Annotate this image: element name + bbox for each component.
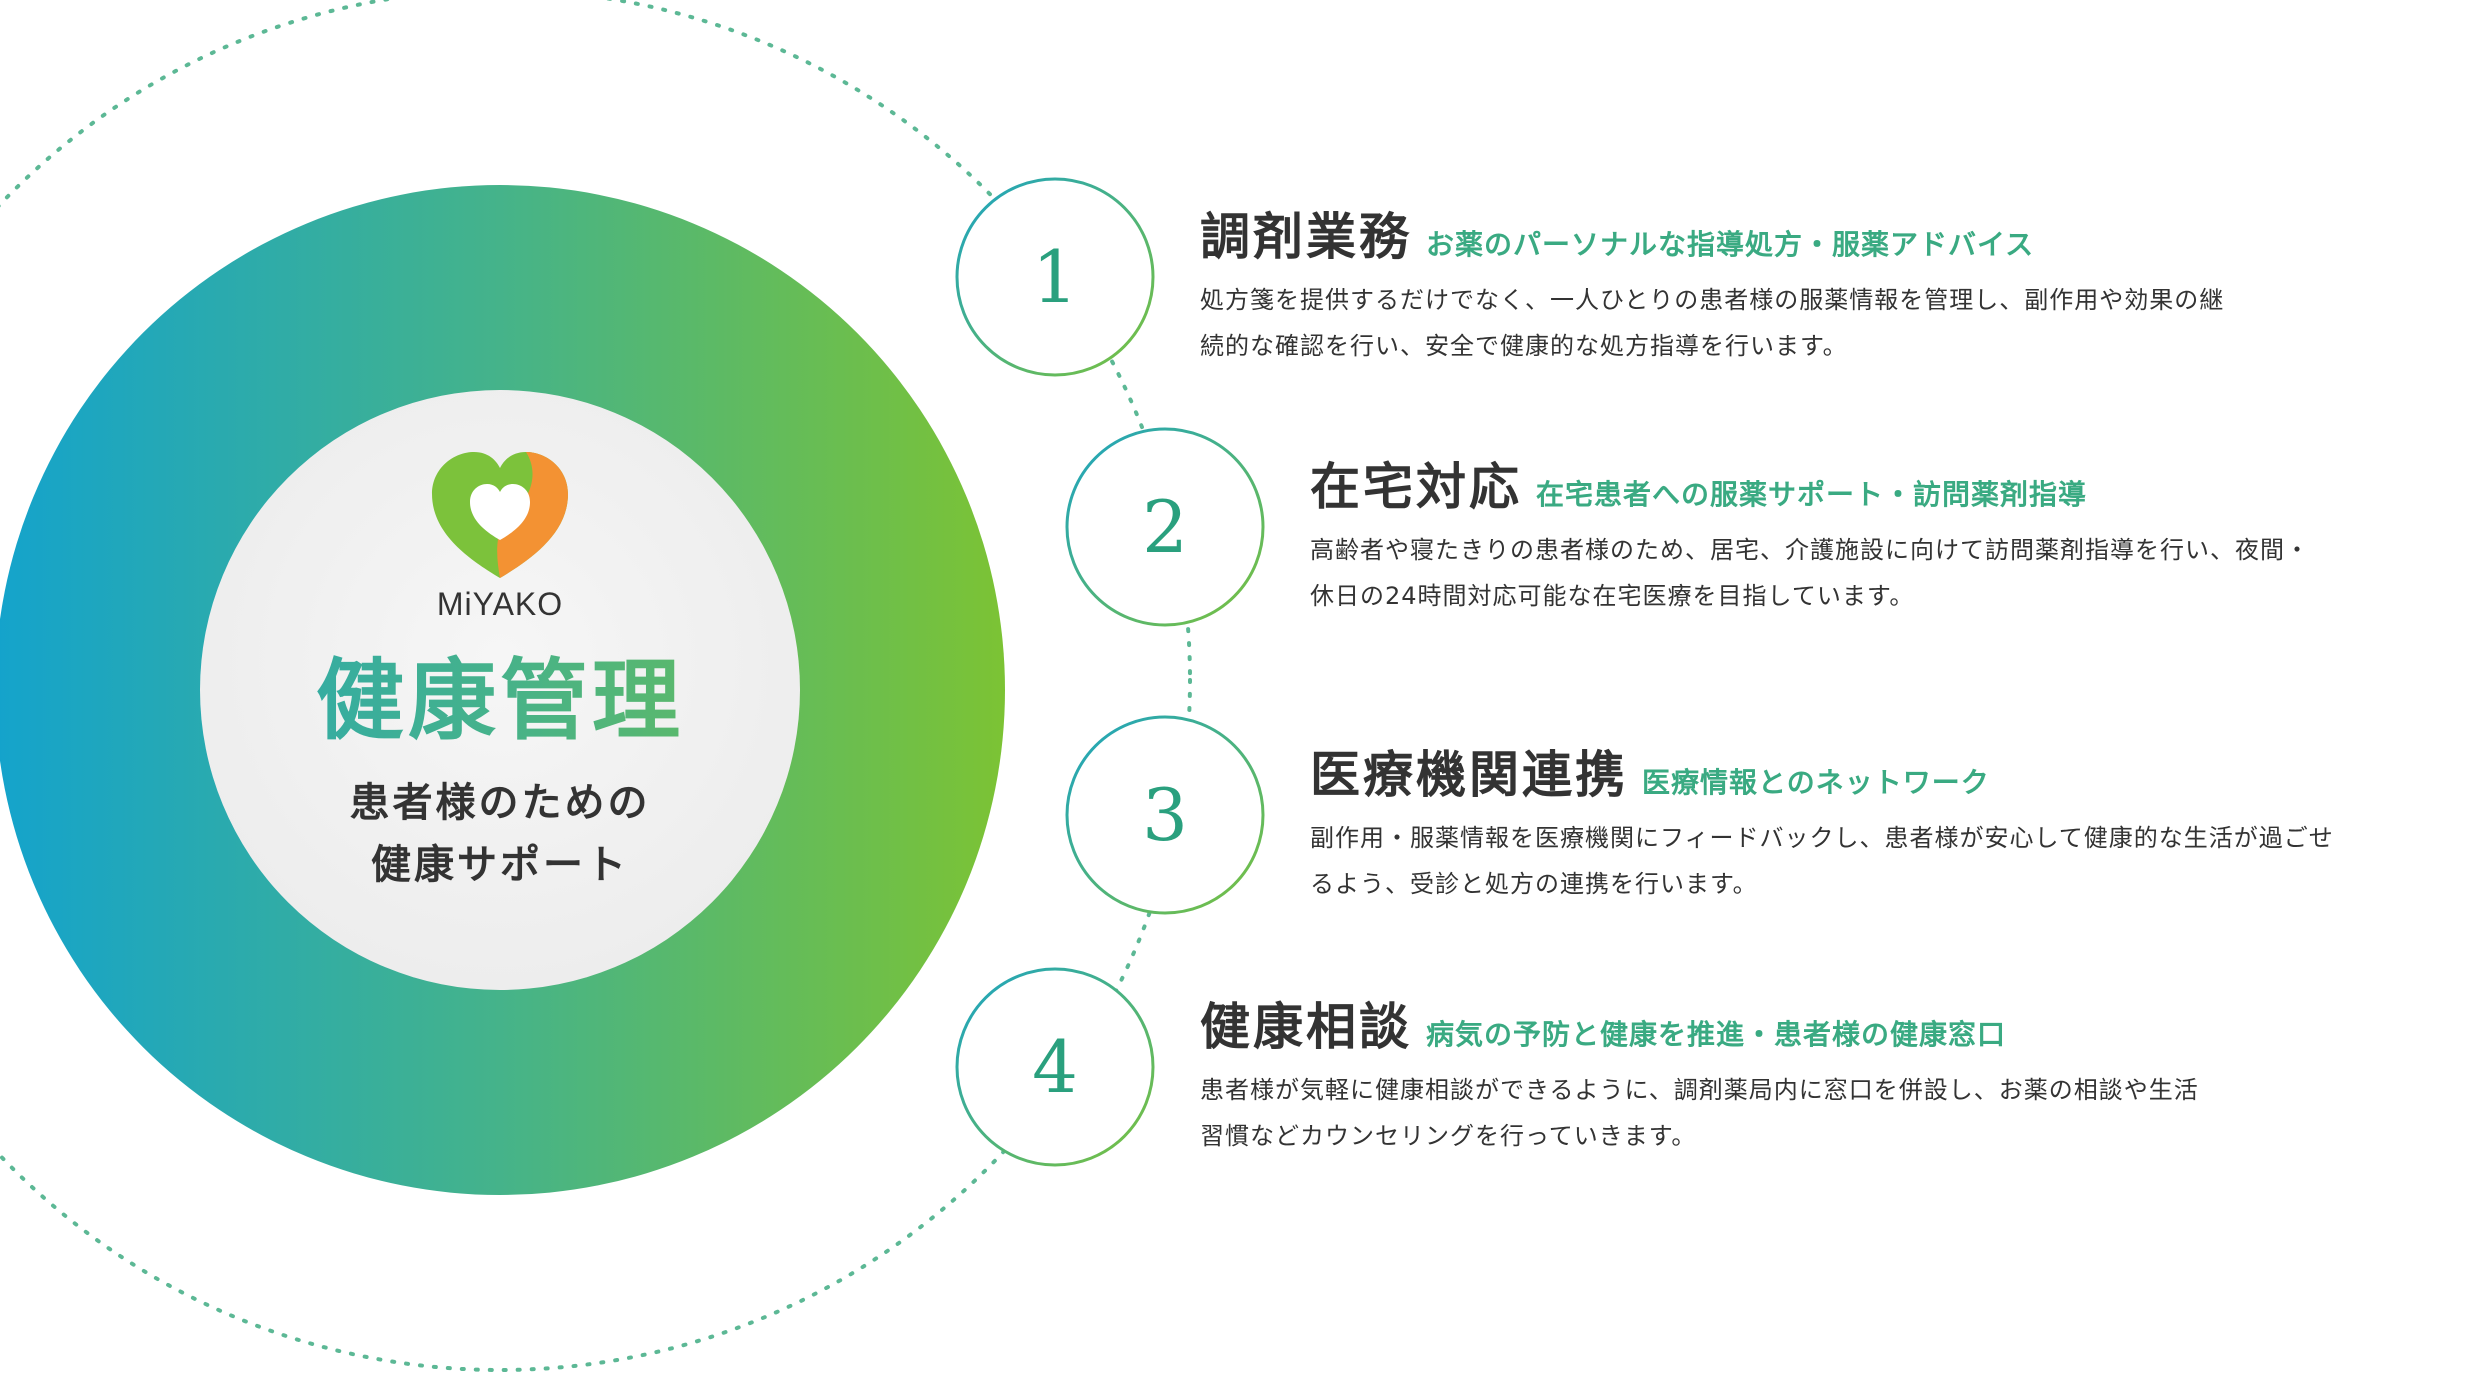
service-description: 副作用・服薬情報を医療機関にフィードバックし、患者様が安心して健康的な生活が過ご… — [1310, 815, 2334, 907]
service-description: 患者様が気軽に健康相談ができるように、調剤薬局内に窓口を併設し、お薬の相談や生活… — [1200, 1067, 2199, 1159]
service-description-line: 休日の24時間対応可能な在宅医療を目指しています。 — [1310, 582, 1915, 610]
number-ring-1 — [955, 177, 1155, 377]
center-disc — [200, 390, 800, 990]
service-number: 4 — [1032, 1025, 1078, 1109]
service-description-line: 高齢者や寝たきりの患者様のため、居宅、介護施設に向けて訪問薬剤指導を行い、夜間・ — [1310, 536, 2310, 564]
center-subtitle-line-2: 健康サポート — [371, 842, 629, 888]
service-title: 調剤業務 — [1200, 208, 1412, 266]
heart-logo-icon — [432, 452, 568, 578]
service-number: 1 — [1032, 235, 1078, 319]
dotted-connector-arc — [0, 0, 1192, 1372]
center-title: 健康管理 — [0, 650, 1000, 751]
number-ring-2 — [1065, 427, 1265, 627]
service-heading: 健康相談病気の予防と健康を推進・患者様の健康窓口 — [1200, 987, 2006, 1059]
service-description-line: 患者様が気軽に健康相談ができるように、調剤薬局内に窓口を併設し、お薬の相談や生活 — [1200, 1076, 2199, 1104]
service-description: 高齢者や寝たきりの患者様のため、居宅、介護施設に向けて訪問薬剤指導を行い、夜間・… — [1310, 527, 2310, 619]
service-title: 医療機関連携 — [1310, 746, 1628, 804]
center-subtitle-line-1: 患者様のための — [349, 780, 651, 826]
service-heading: 医療機関連携医療情報とのネットワーク — [1310, 735, 1990, 807]
service-description-line: 習慣などカウンセリングを行っていきます。 — [1200, 1122, 1697, 1150]
service-description-line: 処方箋を提供するだけでなく、一人ひとりの患者様の服薬情報を管理し、副作用や効果の… — [1200, 286, 2225, 314]
service-description-line: 副作用・服薬情報を医療機関にフィードバックし、患者様が安心して健康的な生活が過ご… — [1310, 824, 2334, 852]
service-description-line: 続的な確認を行い、安全で健康的な処方指導を行います。 — [1200, 332, 1848, 360]
service-heading: 在宅対応在宅患者への服薬サポート・訪問薬剤指導 — [1310, 447, 2087, 519]
service-tagline: お薬のパーソナルな指導処方・服薬アドバイス — [1426, 228, 2035, 261]
service-tagline: 病気の予防と健康を推進・患者様の健康窓口 — [1426, 1018, 2007, 1051]
service-number: 2 — [1142, 485, 1188, 569]
number-ring-3 — [1065, 715, 1265, 915]
service-description: 処方箋を提供するだけでなく、一人ひとりの患者様の服薬情報を管理し、副作用や効果の… — [1200, 277, 2224, 369]
number-ring-4 — [955, 967, 1155, 1167]
service-title: 健康相談 — [1200, 998, 1412, 1056]
brand-name: MiYAKO — [436, 586, 564, 622]
service-tagline: 在宅患者への服薬サポート・訪問薬剤指導 — [1536, 478, 2088, 511]
service-title: 在宅対応 — [1310, 458, 1522, 516]
service-number: 3 — [1142, 773, 1188, 857]
service-heading: 調剤業務お薬のパーソナルな指導処方・服薬アドバイス — [1200, 197, 2034, 269]
service-description-line: るよう、受診と処方の連携を行います。 — [1310, 870, 1758, 898]
service-tagline: 医療情報とのネットワーク — [1642, 766, 1990, 799]
